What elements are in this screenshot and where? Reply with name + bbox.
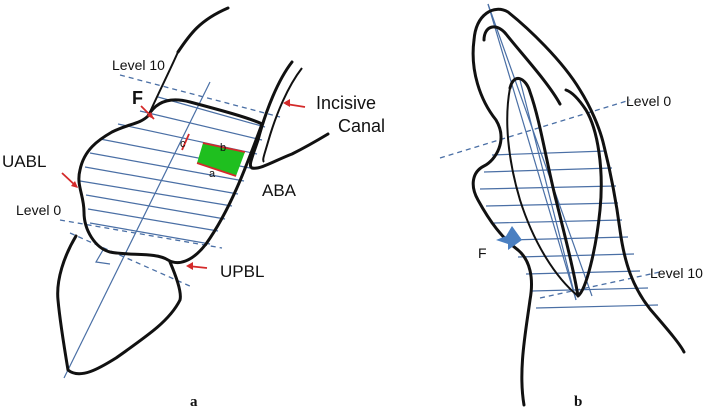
- upbl-line-a: [69, 232, 193, 288]
- label-F-b: F: [478, 245, 487, 261]
- right-angle-mark-a: [95, 249, 111, 265]
- label-level0-a: Level 0: [16, 202, 61, 218]
- panel-a: Level 10 F UABL Level 0 UPBL ABA Incisiv…: [2, 6, 385, 410]
- caption-a: a: [190, 394, 198, 410]
- label-level10-b: Level 10: [650, 265, 703, 281]
- nasal-contour-a: [176, 6, 230, 54]
- label-incisive-line1: Incisive: [316, 93, 376, 113]
- highlight-region-a: [197, 143, 245, 176]
- label-level10-a: Level 10: [112, 57, 165, 73]
- label-F-a: F: [132, 88, 143, 108]
- alveolar-bone-outline-a: [77, 98, 264, 265]
- label-UABL: UABL: [2, 152, 46, 171]
- incisive-canal-a-inner: [262, 67, 303, 163]
- bone-outline-b: [471, 38, 533, 407]
- label-UPBL: UPBL: [220, 262, 264, 281]
- level10-line-b: [539, 271, 661, 299]
- root-inner-b: [506, 87, 579, 297]
- red-line-b: [202, 142, 246, 153]
- tooth-outline-a: [56, 234, 182, 376]
- red-line-c: [181, 133, 190, 151]
- measurement-lines-b: [479, 150, 659, 309]
- label-ABA: ABA: [262, 181, 297, 200]
- tooth-axis-b3: [519, 79, 577, 301]
- nasal-contour-a2: [149, 51, 179, 113]
- label-level0-b: Level 0: [626, 93, 671, 109]
- level0-line-b: [439, 99, 631, 159]
- label-incisive-line2: Canal: [338, 116, 385, 136]
- level10-line-a: [119, 74, 281, 118]
- tooth-axis-a: [63, 81, 211, 379]
- F-arrow-b: [496, 226, 522, 250]
- caption-b: b: [574, 394, 582, 410]
- label-b: b: [220, 142, 226, 154]
- red-line-a: [196, 162, 237, 177]
- incisive-canal-a: [248, 60, 330, 170]
- crown-outline-b: [472, 7, 686, 354]
- panel-b: Level 0 Level 10 F b: [439, 3, 703, 410]
- crown-inner-b: [482, 25, 562, 106]
- label-c: c: [180, 138, 186, 150]
- label-a: a: [209, 168, 216, 180]
- tooth-axis-b2: [487, 3, 593, 297]
- tooth-axis-b: [487, 3, 577, 301]
- red-arrows-a: [61, 99, 306, 270]
